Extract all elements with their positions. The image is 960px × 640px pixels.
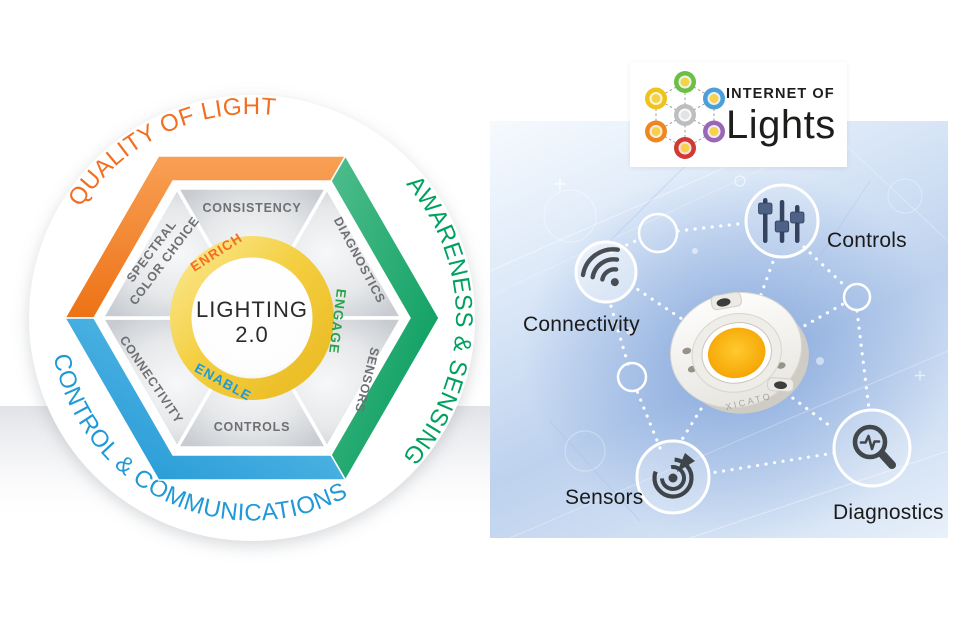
lighting-2-0-diagram: QUALITY OF LIGHT AWARENESS & SENSING CON… (0, 93, 500, 541)
empty-node-right (842, 282, 872, 312)
logo-node-orange (645, 120, 667, 143)
center-hub (191, 257, 313, 379)
hub-title-line2: 2.0 (235, 322, 269, 347)
radar-icon (652, 453, 695, 499)
logo-node-center-gray (674, 104, 696, 126)
internet-of-lights-panel: XICATO Controls Connectivity Sensors Dia… (490, 121, 948, 538)
label-sensors: Sensors (565, 486, 644, 509)
label-controls: Controls (827, 229, 907, 252)
empty-node-left (616, 361, 648, 393)
band-control-blue (63, 317, 347, 481)
led-module: XICATO (669, 291, 809, 414)
internet-of-lights-logo: INTERNET OF Lights (630, 62, 847, 167)
label-connectivity: Connectivity (523, 313, 640, 336)
logo-network-icon (645, 71, 725, 159)
logo-node-blue (703, 87, 725, 110)
logo-node-purple (703, 120, 725, 143)
facet-label-controls: CONTROLS (214, 420, 291, 434)
hub-title-line1: LIGHTING (196, 297, 308, 322)
logo-node-green (674, 71, 696, 93)
logo-node-yellow (645, 87, 667, 110)
logo-node-red (674, 137, 696, 159)
wifi-icon (580, 247, 621, 287)
facet-label-consistency: CONSISTENCY (202, 201, 301, 215)
empty-node-top (637, 212, 679, 254)
label-diagnostics: Diagnostics (833, 501, 944, 524)
sliders-icon (758, 198, 805, 243)
logo-led-nodes (645, 71, 725, 159)
gold-ring (170, 236, 334, 400)
logo-wordmark: INTERNET OF Lights (726, 86, 836, 148)
network-diagram: XICATO (490, 121, 948, 538)
logo-line1: INTERNET OF (726, 86, 835, 102)
logo-line2: Lights (726, 103, 836, 147)
magnifier-pulse-icon (852, 424, 896, 469)
